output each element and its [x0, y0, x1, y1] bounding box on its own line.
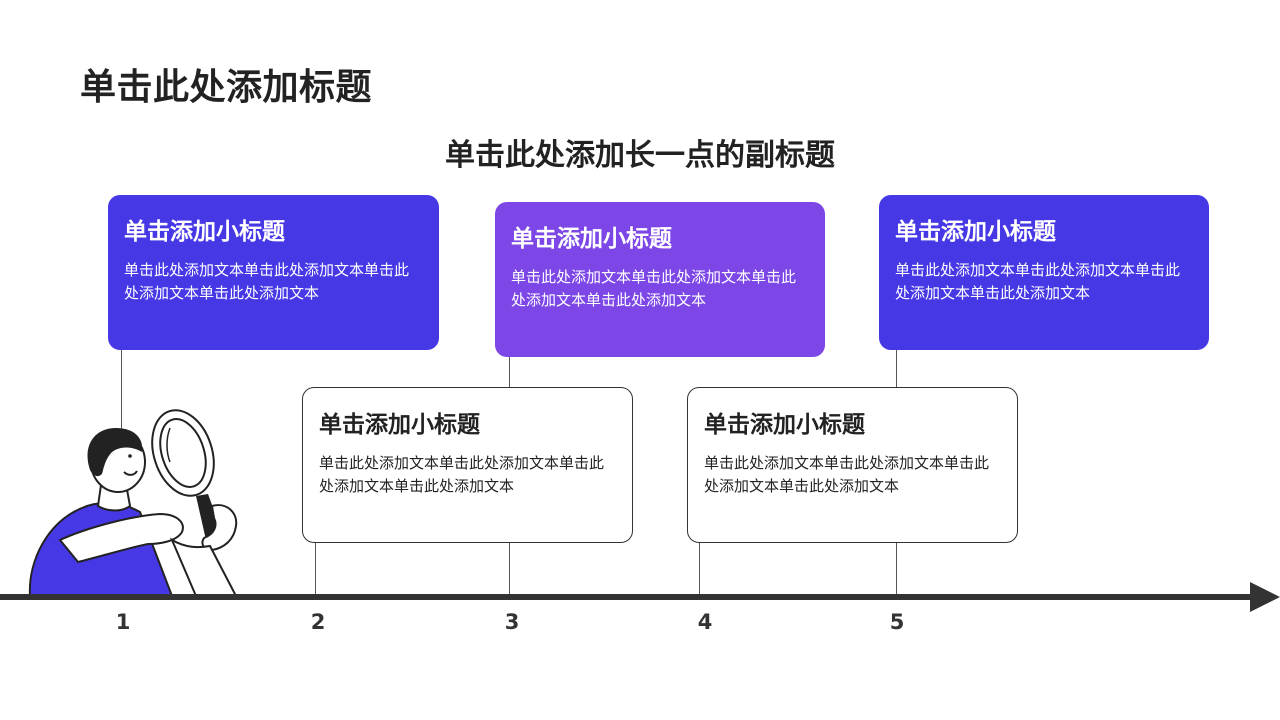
card-title: 单击添加小标题 [895, 219, 1056, 245]
card-title: 单击添加小标题 [704, 412, 865, 438]
timeline-number-4: 4 [697, 610, 713, 634]
card-title: 单击添加小标题 [319, 412, 480, 438]
card-text: 单击此处添加文本单击此处添加文本单击此处添加文本单击此处添加文本 [895, 261, 1181, 302]
connector-3a [509, 357, 510, 387]
connector-4 [699, 543, 700, 596]
timeline-card-1[interactable]: 单击添加小标题 单击此处添加文本单击此处添加文本单击此处添加文本单击此处添加文本 [108, 195, 439, 350]
card-text: 单击此处添加文本单击此处添加文本单击此处添加文本单击此处添加文本 [704, 454, 990, 495]
connector-1 [121, 350, 122, 430]
timeline-number-5: 5 [889, 610, 905, 634]
connector-3b [509, 543, 510, 596]
timeline-card-5[interactable]: 单击添加小标题 单击此处添加文本单击此处添加文本单击此处添加文本单击此处添加文本 [879, 195, 1209, 350]
timeline-number-2: 2 [310, 610, 326, 634]
timeline-card-2[interactable]: 单击添加小标题 单击此处添加文本单击此处添加文本单击此处添加文本单击此处添加文本 [302, 387, 633, 543]
page-title: 单击此处添加标题 [80, 67, 373, 108]
timeline-card-4[interactable]: 单击添加小标题 单击此处添加文本单击此处添加文本单击此处添加文本单击此处添加文本 [687, 387, 1018, 543]
card-title: 单击添加小标题 [124, 219, 285, 245]
card-text: 单击此处添加文本单击此处添加文本单击此处添加文本单击此处添加文本 [319, 454, 605, 495]
arrow-right-icon [1250, 582, 1280, 612]
timeline-card-3[interactable]: 单击添加小标题 单击此处添加文本单击此处添加文本单击此处添加文本单击此处添加文本 [495, 202, 825, 357]
card-text: 单击此处添加文本单击此处添加文本单击此处添加文本单击此处添加文本 [124, 261, 410, 302]
card-title: 单击添加小标题 [511, 226, 672, 252]
timeline-number-3: 3 [504, 610, 520, 634]
timeline-number-1: 1 [115, 610, 131, 634]
person-with-magnifying-glass-icon [28, 409, 238, 597]
connector-2 [315, 543, 316, 596]
page-subtitle: 单击此处添加长一点的副标题 [445, 138, 835, 173]
card-text: 单击此处添加文本单击此处添加文本单击此处添加文本单击此处添加文本 [511, 268, 797, 309]
